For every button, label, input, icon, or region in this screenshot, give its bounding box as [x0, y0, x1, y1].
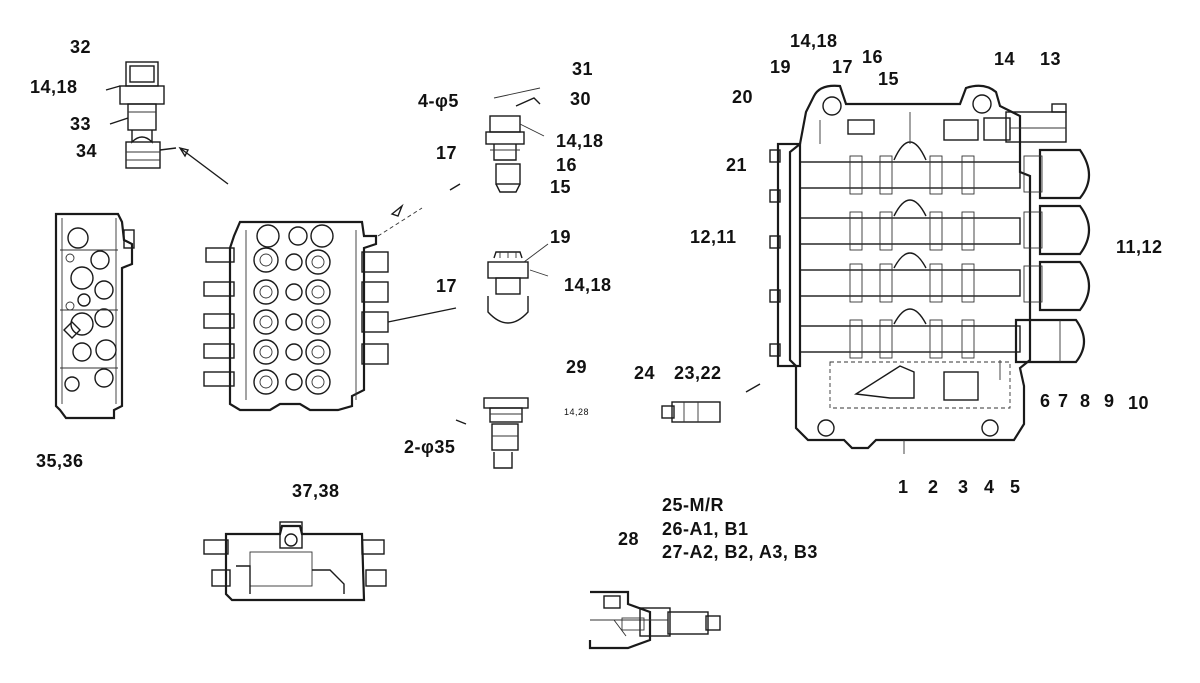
spool-rows — [799, 112, 1021, 359]
callout-14-18-top: 14,18 — [556, 131, 604, 151]
callout-8: 8 — [1080, 391, 1091, 411]
main-block-front-view — [203, 183, 461, 412]
callout-10: 10 — [1128, 393, 1150, 413]
callout-37-38: 37,38 — [292, 481, 340, 501]
callout-9: 9 — [1104, 391, 1115, 411]
callout-14-18-right: 14,18 — [790, 31, 838, 51]
callout-4: 4 — [984, 477, 995, 497]
callout-15-right: 15 — [878, 69, 900, 89]
callout-16-right: 16 — [862, 47, 884, 67]
callout-17-mid: 17 — [436, 276, 458, 296]
callout-29: 29 — [566, 357, 588, 377]
callout-3: 3 — [958, 477, 969, 497]
control-valve-assembly — [769, 84, 1091, 454]
callout-35-36: 35,36 — [36, 451, 84, 471]
callout-12-11: 12,11 — [690, 227, 737, 247]
check-valve-detail-lower — [455, 397, 529, 469]
callout-7: 7 — [1058, 391, 1069, 411]
callout-14-18-relief: 14,18 — [30, 77, 78, 97]
callout-1: 1 — [898, 477, 909, 497]
callout-26-a1-b1: 26-A1, B1 — [662, 519, 749, 539]
callout-34: 34 — [76, 141, 98, 161]
callout-17-top: 17 — [436, 143, 458, 163]
callout-33: 33 — [70, 114, 92, 134]
callout-6: 6 — [1040, 391, 1051, 411]
callout-17-right: 17 — [832, 57, 854, 77]
bottom-cover-block — [203, 521, 387, 602]
callout-14: 14 — [994, 49, 1016, 69]
callout-4-phi5: 4-φ5 — [418, 91, 459, 111]
callout-23-22: 23,22 — [674, 363, 722, 383]
relief-valve-detail — [105, 61, 229, 185]
callout-32: 32 — [70, 37, 92, 57]
callout-15-top: 15 — [550, 177, 572, 197]
callout-24: 24 — [634, 363, 656, 383]
callout-27-a2-b2-a3-b3: 27-A2, B2, A3, B3 — [662, 542, 818, 562]
callout-19-mid: 19 — [550, 227, 572, 247]
callout-2-phi35: 2-φ35 — [404, 437, 456, 457]
side-view-block — [54, 212, 135, 420]
callout-31: 31 — [572, 59, 594, 79]
callout-16-top: 16 — [556, 155, 578, 175]
orifice-fitting — [661, 383, 761, 423]
callout-28: 28 — [618, 529, 640, 549]
callout-11-12: 11,12 — [1116, 237, 1163, 257]
callout-14-28-small: 14,28 — [564, 407, 590, 417]
callout-30: 30 — [570, 89, 592, 109]
callout-13: 13 — [1040, 49, 1062, 69]
check-valve-detail-mid — [487, 243, 549, 324]
callout-20: 20 — [732, 87, 754, 107]
callout-5: 5 — [1010, 477, 1021, 497]
callout-19-right: 19 — [770, 57, 792, 77]
callout-25-mr: 25-M/R — [662, 495, 725, 515]
relief-valve-bottom-detail — [588, 590, 721, 650]
callout-14-18-mid: 14,18 — [564, 275, 612, 295]
callout-2: 2 — [928, 477, 939, 497]
callout-21: 21 — [726, 155, 748, 175]
check-valve-detail-top — [485, 87, 545, 193]
